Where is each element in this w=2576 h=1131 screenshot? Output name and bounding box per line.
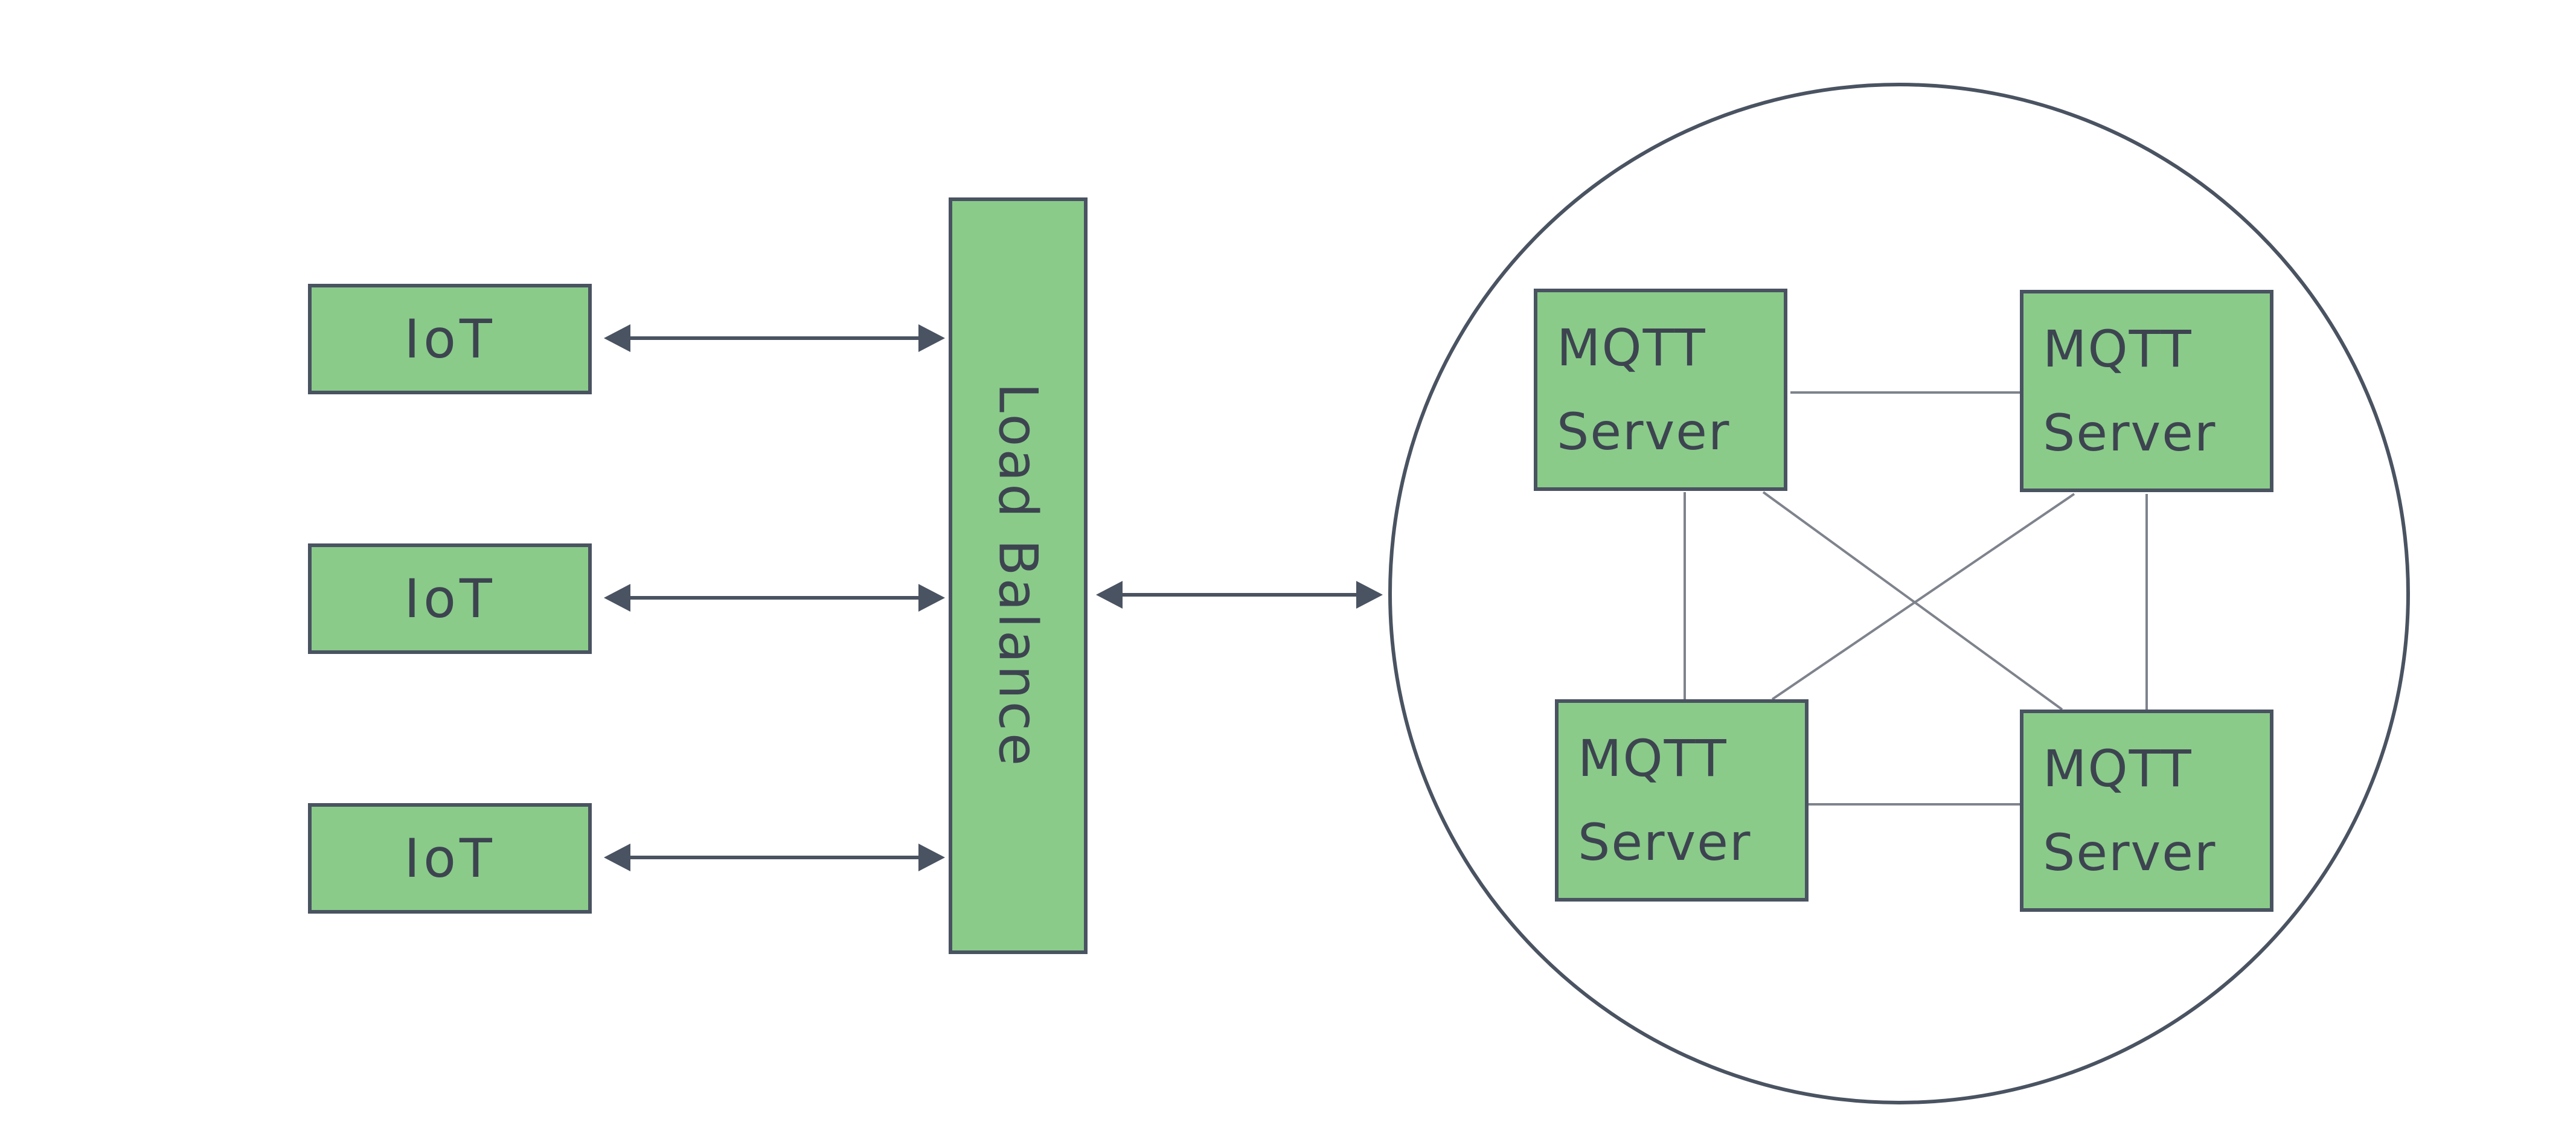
mqtt-server-top-right-line2: Server bbox=[2043, 403, 2217, 463]
mesh-line-diagonal-tl-br bbox=[1762, 491, 2063, 711]
mqtt-server-bottom-left-line2: Server bbox=[1578, 812, 1752, 872]
iot-node-3-label: IoT bbox=[404, 827, 496, 889]
arrow-loadbalance-cluster bbox=[1096, 581, 1383, 609]
arrow-iot2-loadbalance bbox=[604, 584, 945, 612]
iot-node-1: IoT bbox=[308, 284, 592, 394]
mqtt-server-top-left-line1: MQTT bbox=[1557, 318, 1706, 378]
mqtt-server-top-right: MQTT Server bbox=[2020, 290, 2273, 492]
mqtt-server-bottom-right: MQTT Server bbox=[2020, 710, 2273, 912]
mqtt-server-bottom-right-line1: MQTT bbox=[2043, 739, 2193, 799]
mqtt-server-bottom-left-line1: MQTT bbox=[1578, 729, 1728, 789]
mqtt-server-top-left-line2: Server bbox=[1557, 402, 1731, 461]
arrow-iot3-loadbalance bbox=[604, 844, 945, 871]
mqtt-server-bottom-left: MQTT Server bbox=[1555, 699, 1809, 902]
iot-node-2: IoT bbox=[308, 543, 592, 654]
iot-node-2-label: IoT bbox=[404, 568, 496, 630]
load-balancer-node: Load Balance bbox=[949, 197, 1088, 954]
mesh-line-diagonal-tr-bl bbox=[1771, 493, 2075, 700]
mqtt-server-top-left: MQTT Server bbox=[1534, 289, 1787, 491]
iot-node-3: IoT bbox=[308, 803, 592, 914]
load-balancer-label: Load Balance bbox=[987, 383, 1049, 769]
mqtt-server-bottom-right-line2: Server bbox=[2043, 822, 2217, 882]
arrow-iot1-loadbalance bbox=[604, 324, 945, 352]
mqtt-server-top-right-line1: MQTT bbox=[2043, 319, 2193, 379]
cluster-circle bbox=[1388, 83, 2410, 1104]
iot-node-1-label: IoT bbox=[404, 308, 496, 370]
